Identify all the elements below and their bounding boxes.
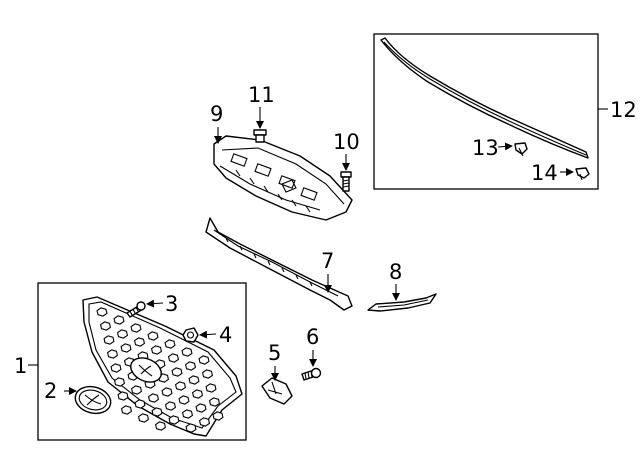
clip-icon — [575, 167, 590, 181]
callout-1: 1 — [14, 354, 27, 378]
grille-mesh-cell — [96, 307, 108, 317]
grille-mesh-cell — [201, 369, 214, 379]
grille-mesh-cell — [103, 335, 115, 345]
grille-mesh-cell — [205, 383, 217, 393]
grille-mesh-cell — [120, 343, 132, 353]
clip-icon — [514, 142, 528, 157]
leader-4 — [199, 330, 217, 339]
grille-mesh-cell — [171, 367, 183, 377]
grille-mesh-cell — [188, 375, 200, 385]
grille-mesh-cell — [116, 329, 129, 339]
radiator-grille-icon — [82, 296, 243, 437]
grille-mesh-cell — [120, 405, 133, 415]
bolt-icon — [340, 171, 352, 192]
callout-5: 5 — [268, 341, 281, 365]
callout-6: 6 — [306, 325, 319, 349]
grille-mesh-cell — [174, 381, 187, 391]
grille-mesh-cell — [181, 347, 193, 357]
grille-mesh-cell — [154, 421, 167, 431]
callout-14: 14 — [531, 161, 558, 185]
grille-mesh-cell — [113, 315, 125, 325]
grille-mesh-cell — [195, 403, 207, 413]
grille-mesh-cell — [198, 355, 210, 365]
grille-group-box — [37, 282, 247, 441]
grille-mesh-cell — [133, 337, 146, 347]
grille-mesh-cell — [113, 377, 126, 387]
callout-12: 12 — [610, 98, 637, 122]
callout-3: 3 — [165, 292, 178, 316]
bolt-icon — [253, 129, 267, 143]
leader-3 — [146, 299, 164, 308]
grille-mesh-cell — [99, 321, 112, 331]
lower-molding-icon — [205, 217, 353, 311]
trim-strip-icon — [367, 293, 437, 312]
screw-icon — [126, 301, 146, 318]
grille-mesh-cell — [167, 353, 180, 363]
grille-mesh-cell — [208, 397, 221, 407]
grille-mesh-cell — [147, 331, 159, 341]
callout-9: 9 — [210, 102, 223, 126]
callout-13: 13 — [472, 136, 499, 160]
callout-8: 8 — [389, 260, 402, 284]
grille-mesh-cell — [184, 361, 197, 371]
grille-mesh-cell — [191, 389, 204, 399]
grille-mesh-cell — [110, 363, 122, 373]
bracket-icon — [261, 377, 293, 405]
grille-mesh-cell — [130, 323, 142, 333]
grille-mesh-cell — [161, 387, 173, 397]
grille-mesh-cell — [185, 423, 197, 433]
upper-support-panel-icon — [213, 135, 353, 221]
grille-mesh-cell — [106, 349, 119, 359]
grille-mesh-cell — [178, 395, 190, 405]
grille-mesh-cell — [198, 417, 211, 427]
callout-2: 2 — [44, 379, 57, 403]
grille-mesh-cell — [137, 413, 150, 423]
callout-10: 10 — [333, 130, 360, 154]
callout-11: 11 — [248, 83, 275, 107]
grille-mesh-cell — [117, 391, 129, 401]
callout-4: 4 — [219, 323, 232, 347]
grille-mesh-cell — [168, 415, 180, 425]
nut-icon — [182, 327, 199, 343]
grille-mesh-cell — [151, 407, 163, 417]
grille-mesh-cell — [212, 411, 224, 421]
weatherstrip-group-box — [373, 33, 599, 190]
grille-mesh-cell — [181, 409, 194, 419]
grille-mesh-cell — [150, 345, 163, 355]
grille-mesh-cell — [147, 393, 160, 403]
grille-mesh-cell — [164, 401, 177, 411]
leader-13 — [497, 142, 513, 151]
emblem-icon — [74, 385, 112, 415]
grille-mesh — [96, 307, 224, 433]
grille-mesh-cell — [134, 399, 146, 409]
screw-icon — [301, 367, 322, 381]
grille-mesh-cell — [130, 385, 143, 395]
weatherstrip-icon — [380, 37, 589, 159]
grille-mesh-cell — [164, 339, 176, 349]
callout-7: 7 — [321, 249, 334, 273]
